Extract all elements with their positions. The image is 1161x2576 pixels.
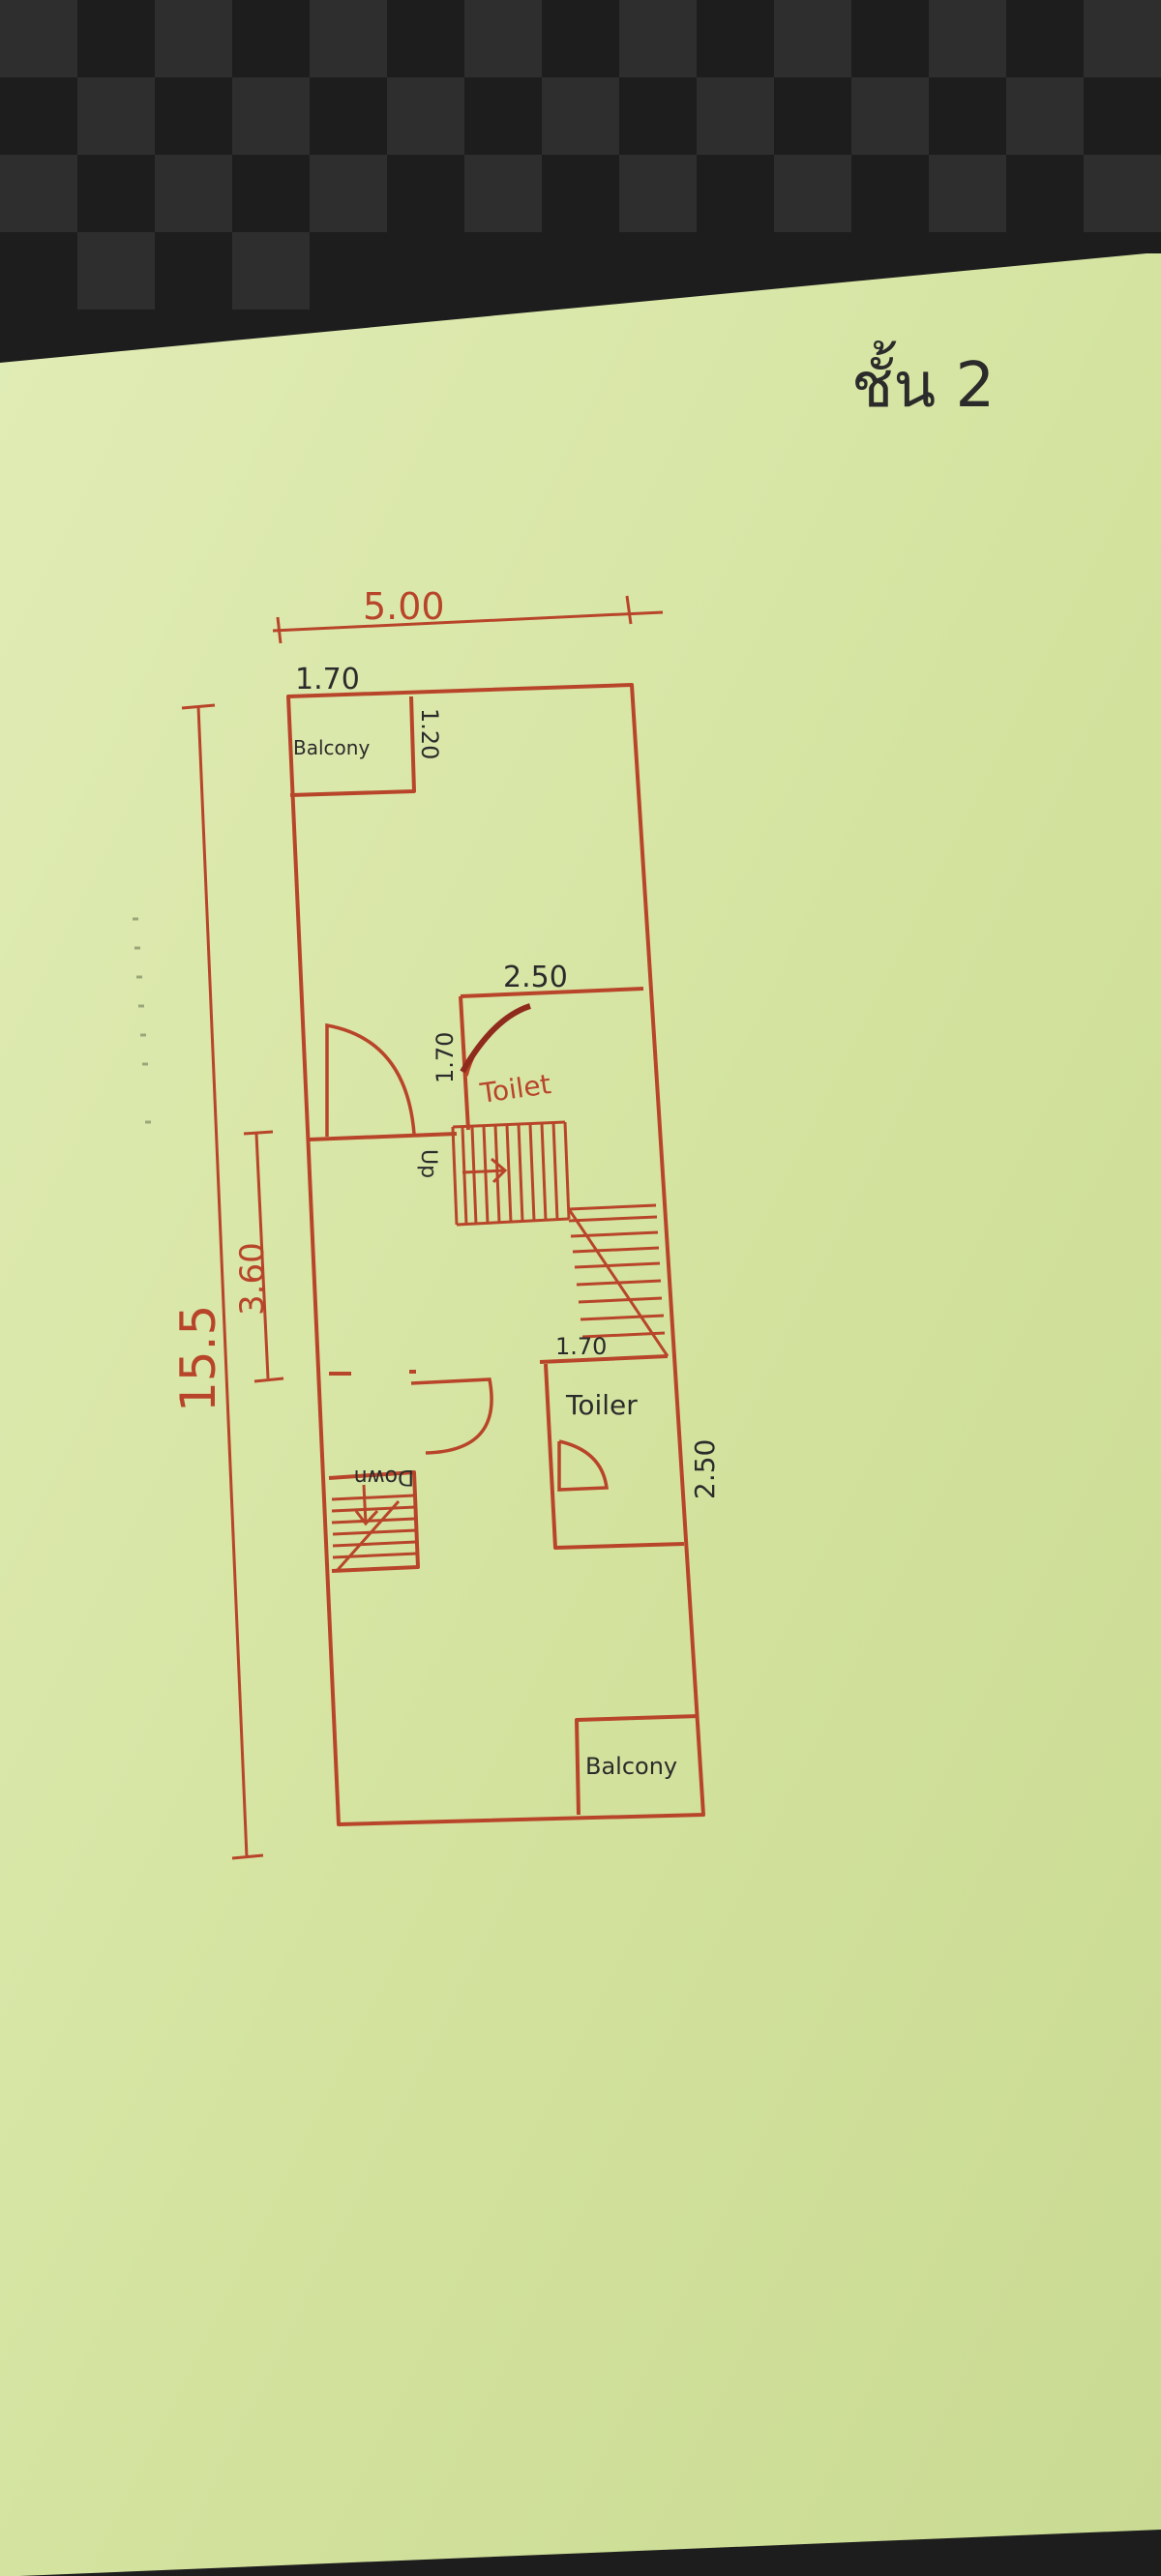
stairs-up — [451, 1120, 571, 1227]
page-title: ชั้น 2 — [851, 341, 995, 422]
fabric-checker — [0, 0, 1161, 310]
dim-toilet2-width: 1.70 — [555, 1333, 607, 1360]
label-stair-up: Up — [416, 1149, 440, 1178]
label-balcony-bottom: Balcony — [585, 1753, 677, 1780]
dim-toilet1-width: 2.50 — [503, 961, 568, 994]
toilet-door-leaf — [460, 1003, 531, 1074]
label-stair-down: Down — [354, 1465, 414, 1489]
dim-overall-length: 15.5 — [170, 1305, 226, 1412]
dimension-lines — [181, 595, 664, 1860]
pencil-marks — [133, 917, 151, 1124]
dim-toilet1-depth: 1.70 — [432, 1032, 459, 1083]
dim-balcony-width: 1.70 — [295, 663, 360, 696]
dim-overall-width: 5.00 — [363, 585, 445, 628]
label-toilet-lower: Toiler — [565, 1389, 638, 1421]
stairs-down — [331, 1484, 418, 1572]
plan-walls — [286, 683, 705, 1826]
label-balcony-top: Balcony — [293, 736, 370, 759]
dim-balcony-depth: 1.20 — [416, 708, 443, 759]
dim-toilet2-depth: 2.50 — [689, 1439, 721, 1499]
stairs-landing — [567, 1203, 670, 1357]
paper-sheet — [0, 253, 1161, 2576]
dim-stair-span: 3.60 — [233, 1242, 272, 1316]
